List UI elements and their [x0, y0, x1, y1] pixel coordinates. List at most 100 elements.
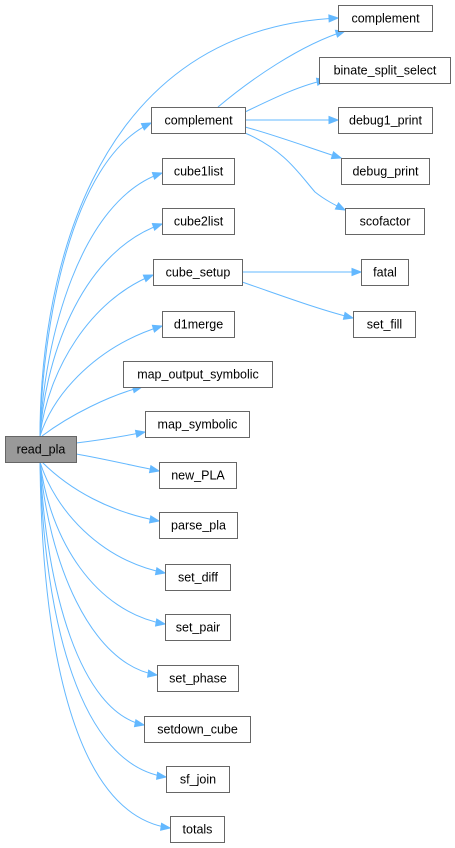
edge-arrowhead — [148, 464, 161, 474]
node-box — [151, 107, 246, 134]
edge-read_pla-to-map_output_symbolic — [41, 385, 144, 437]
edge-read_pla-to-cube2list — [39, 223, 164, 437]
node-box — [319, 57, 451, 84]
node-complement-top[interactable]: complement — [338, 5, 433, 32]
node-box — [159, 512, 238, 539]
edge-read_pla-to-parse_pla — [41, 461, 161, 524]
node-map-symbolic[interactable]: map_symbolic — [145, 411, 250, 438]
edge-read_pla-to-new_PLA — [75, 453, 161, 474]
node-box — [162, 311, 235, 338]
node-label: set_diff — [178, 571, 219, 585]
node-label: cube1list — [174, 165, 224, 179]
edge-arrowhead — [148, 515, 161, 524]
node-box — [144, 716, 251, 743]
edge-arrowhead — [328, 14, 340, 23]
node-scofactor[interactable]: scofactor — [345, 208, 425, 235]
node-cube-setup[interactable]: cube_setup — [153, 259, 243, 286]
edge-line — [75, 453, 160, 472]
edge-line — [39, 122, 152, 437]
node-label: complement — [164, 114, 233, 128]
edge-complement_mid-to-debug_print — [244, 126, 343, 160]
edge-line — [39, 461, 171, 829]
node-cube2list[interactable]: cube2list — [162, 208, 235, 235]
node-sf-join[interactable]: sf_join — [166, 766, 230, 793]
node-box — [353, 311, 416, 338]
edge-complement_mid-to-scofactor — [244, 132, 347, 211]
node-label: map_output_symbolic — [137, 368, 259, 382]
edge-arrowhead — [134, 429, 147, 439]
edge-arrowhead — [151, 223, 164, 232]
node-set-diff[interactable]: set_diff — [165, 564, 231, 591]
node-box — [361, 259, 409, 286]
node-set-phase[interactable]: set_phase — [157, 665, 239, 692]
edge-read_pla-to-d1merge — [39, 324, 164, 437]
node-label: complement — [351, 12, 420, 26]
edge-arrowhead — [154, 618, 167, 627]
node-label: parse_pla — [171, 519, 226, 533]
edge-line — [39, 223, 163, 437]
edge-line — [39, 172, 163, 437]
node-box — [165, 564, 231, 591]
node-label: binate_split_select — [334, 64, 437, 78]
node-setdown-cube[interactable]: setdown_cube — [144, 716, 251, 743]
node-new-PLA[interactable]: new_PLA — [159, 462, 237, 489]
node-set-fill[interactable]: set_fill — [353, 311, 416, 338]
node-d1merge[interactable]: d1merge — [162, 311, 235, 338]
node-label: map_symbolic — [158, 418, 238, 432]
node-label: set_phase — [169, 672, 227, 686]
node-box — [162, 158, 235, 185]
edge-line — [39, 461, 158, 676]
edge-cube_setup-to-set_fill — [241, 281, 355, 320]
node-box — [338, 5, 433, 32]
edge-complement_mid-to-debug1_print — [245, 115, 340, 125]
edge-arrowhead — [133, 718, 146, 728]
edge-arrowhead — [146, 669, 159, 678]
edge-line — [41, 386, 143, 437]
edge-arrowhead — [351, 267, 363, 277]
node-set-pair[interactable]: set_pair — [165, 614, 231, 641]
edge-read_pla-to-cube_setup — [39, 274, 155, 437]
node-map-output-symbolic[interactable]: map_output_symbolic — [123, 361, 273, 388]
node-cube1list[interactable]: cube1list — [162, 158, 235, 185]
node-box — [123, 361, 273, 388]
edge-arrowhead — [342, 311, 355, 320]
node-label: d1merge — [174, 318, 223, 332]
node-label: totals — [183, 823, 213, 837]
node-debug1-print[interactable]: debug1_print — [338, 107, 433, 134]
node-box — [166, 766, 230, 793]
node-box — [338, 107, 433, 134]
edge-read_pla-to-cube1list — [39, 171, 164, 437]
edge-read_pla-to-totals — [39, 461, 172, 831]
node-read-pla[interactable]: read_pla — [5, 436, 77, 463]
node-parse-pla[interactable]: parse_pla — [159, 512, 238, 539]
node-debug-print[interactable]: debug_print — [341, 158, 430, 185]
node-box — [145, 411, 250, 438]
node-box — [341, 158, 430, 185]
edge-arrowhead — [151, 324, 164, 333]
edge-line — [39, 461, 145, 726]
nodes-layer: read_pla complement complement binate_split… — [5, 5, 451, 843]
node-box — [162, 208, 235, 235]
edge-read_pla-to-set_diff — [39, 461, 167, 576]
edge-read_pla-to-setdown_cube — [39, 461, 146, 728]
node-binate-split-select[interactable]: binate_split_select — [319, 57, 451, 84]
node-box — [153, 259, 243, 286]
node-complement-mid[interactable]: complement — [151, 107, 246, 134]
edge-arrowhead — [154, 566, 167, 576]
edge-line — [39, 461, 166, 574]
node-totals[interactable]: totals — [170, 816, 225, 843]
edge-read_pla-to-complement_mid — [39, 122, 153, 437]
node-label: scofactor — [360, 215, 411, 229]
edge-line — [39, 461, 166, 625]
edge-line — [39, 17, 339, 437]
node-fatal[interactable]: fatal — [361, 259, 409, 286]
edge-arrowhead — [151, 171, 164, 180]
edge-line — [75, 431, 146, 444]
node-box — [157, 665, 239, 692]
node-label: fatal — [373, 266, 397, 280]
edge-line — [244, 126, 342, 159]
node-label: set_fill — [367, 318, 402, 332]
node-label: cube_setup — [166, 266, 231, 280]
edge-line — [244, 132, 346, 211]
edge-line — [39, 325, 163, 437]
